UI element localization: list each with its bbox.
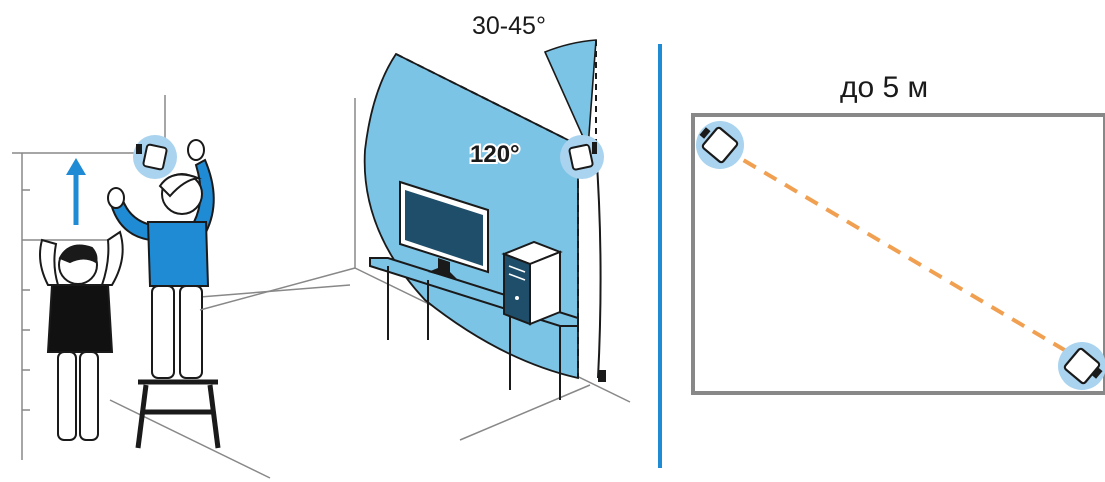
wall-sensor — [598, 370, 606, 382]
base-station-icon — [133, 135, 177, 179]
distance-illustration: до 5 м — [691, 71, 1105, 395]
field-of-view-illustration: 30-45° 120° — [199, 12, 631, 441]
tilt-angle-label: 30-45° — [472, 12, 546, 40]
mounting-height-illustration — [12, 95, 351, 479]
step-stool — [135, 379, 221, 449]
person-short — [39, 230, 124, 441]
base-station-icon — [696, 121, 744, 169]
base-station-icon — [1058, 342, 1105, 390]
max-distance-label: до 5 м — [840, 71, 928, 104]
person-tall — [107, 139, 215, 379]
room-lines-left — [12, 95, 351, 479]
distance-line — [721, 146, 1080, 360]
up-arrow-icon — [66, 158, 86, 225]
fov-angle-label: 120° — [470, 141, 520, 168]
monitor-icon — [399, 180, 489, 280]
base-station-icon — [560, 135, 604, 179]
pc-tower-icon — [501, 240, 563, 326]
